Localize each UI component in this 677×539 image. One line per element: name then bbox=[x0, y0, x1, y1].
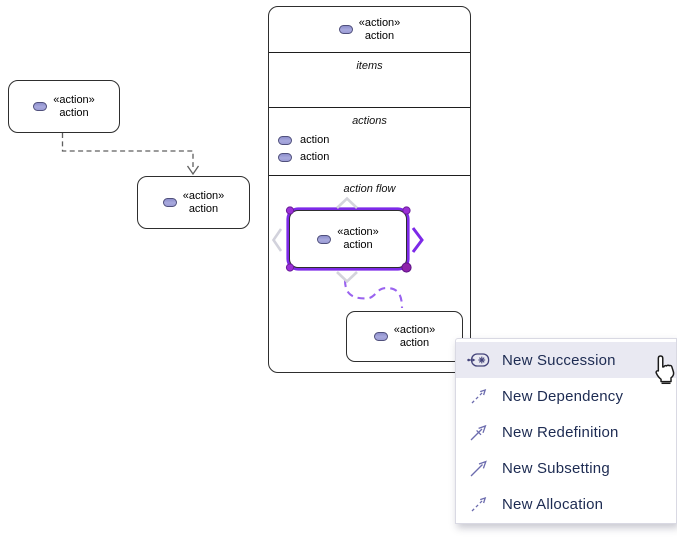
subsetting-arrow-icon bbox=[456, 457, 502, 479]
action-list-item[interactable]: action bbox=[269, 149, 470, 165]
action-row-label: action bbox=[300, 134, 330, 146]
node-name: action bbox=[364, 29, 395, 42]
action-node-bottom[interactable]: «action» action bbox=[346, 311, 463, 362]
menu-item-label: New Dependency bbox=[502, 387, 624, 405]
action-node-selected[interactable]: «action» action bbox=[289, 210, 407, 268]
node-name: action bbox=[59, 106, 89, 119]
action-flow-compartment: action flow bbox=[269, 176, 470, 371]
redefinition-arrow-icon bbox=[456, 421, 502, 443]
action-node-left[interactable]: «action» action bbox=[8, 80, 120, 133]
menu-item-new-allocation[interactable]: New Allocation bbox=[456, 486, 676, 522]
action-row-label: action bbox=[300, 151, 330, 163]
action-list-item[interactable]: action bbox=[269, 132, 470, 148]
menu-item-new-dependency[interactable]: New Dependency bbox=[456, 378, 676, 414]
menu-item-new-subsetting[interactable]: New Subsetting bbox=[456, 450, 676, 486]
node-stereotype: «action» bbox=[358, 16, 401, 29]
actions-compartment: actions action action bbox=[269, 108, 470, 176]
menu-item-label: New Succession bbox=[502, 351, 616, 369]
action-flow-label: action flow bbox=[343, 183, 396, 195]
node-name: action bbox=[399, 336, 430, 349]
menu-item-new-succession[interactable]: New Succession bbox=[456, 342, 676, 378]
items-label: items bbox=[356, 60, 383, 72]
action-node-middle[interactable]: «action» action bbox=[137, 176, 250, 229]
node-stereotype: «action» bbox=[53, 93, 95, 106]
action-icon bbox=[278, 135, 292, 145]
node-stereotype: «action» bbox=[393, 323, 436, 336]
menu-item-label: New Allocation bbox=[502, 495, 604, 513]
allocation-arrow-icon bbox=[456, 493, 502, 515]
action-icon bbox=[278, 152, 292, 162]
node-name: action bbox=[188, 202, 219, 215]
node-name: action bbox=[343, 239, 373, 251]
node-stereotype: «action» bbox=[182, 189, 225, 202]
compartment-header: «action» action bbox=[269, 7, 470, 53]
action-icon bbox=[33, 102, 48, 111]
menu-item-label: New Subsetting bbox=[502, 459, 610, 477]
actions-label: actions bbox=[352, 115, 387, 127]
context-menu: New Succession New Dependency New Redefi… bbox=[455, 338, 677, 524]
succession-icon bbox=[456, 351, 502, 369]
action-icon bbox=[373, 332, 388, 341]
dependency-arrow-icon bbox=[456, 385, 502, 407]
dashed-dependency-connector[interactable] bbox=[61, 133, 200, 176]
menu-item-new-redefinition[interactable]: New Redefinition bbox=[456, 414, 676, 450]
menu-item-label: New Redefinition bbox=[502, 423, 619, 441]
action-icon bbox=[338, 25, 353, 34]
node-stereotype: «action» bbox=[337, 226, 379, 238]
items-compartment: items bbox=[269, 53, 470, 108]
action-icon bbox=[162, 198, 177, 207]
action-icon bbox=[317, 234, 332, 244]
